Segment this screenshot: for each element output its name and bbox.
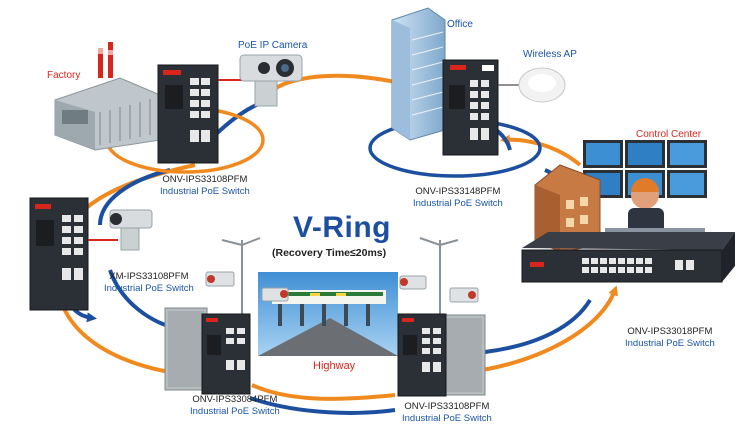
highway-right-cabinet (439, 314, 486, 396)
factory-switch-type: Industrial PoE Switch (160, 186, 250, 197)
office-building (391, 7, 446, 141)
office-switch-label: ONV-IPS33148PFM Industrial PoE Switch (413, 186, 503, 210)
highway-left-switch-model: ONV-IPS33084PFM (192, 394, 278, 405)
highway-left-switch-label: ONV-IPS33084PFM Industrial PoE Switch (190, 394, 280, 418)
left-switch-model: XM-IPS33108PFM (109, 271, 189, 282)
poe-ip-camera (218, 54, 303, 107)
highway-left-switch-type: Industrial PoE Switch (190, 406, 280, 417)
highway-right-switch-label: ONV-IPS33108PFM Industrial PoE Switch (402, 401, 492, 425)
left-switch-type: Industrial PoE Switch (104, 283, 194, 294)
highway-label: Highway (313, 360, 356, 372)
factory-label: Factory (47, 70, 81, 81)
highway-right-switch (397, 313, 447, 397)
highway-left-cabinet (164, 307, 208, 391)
control-switch-model: ONV-IPS33018PFM (627, 326, 713, 337)
factory-building (54, 42, 161, 151)
wireless-ap-label: Wireless AP (523, 49, 577, 60)
control-center-label: Control Center (636, 129, 702, 140)
highway-right-switch-model: ONV-IPS33108PFM (404, 401, 490, 412)
left-switch-label: XM-IPS33108PFM Industrial PoE Switch (104, 271, 194, 295)
office-switch-type: Industrial PoE Switch (413, 198, 503, 209)
highway-left-switch (201, 313, 251, 395)
control-switch-type: Industrial PoE Switch (625, 338, 715, 349)
wireless-ap (498, 67, 566, 103)
office-switch-model: ONV-IPS33148PFM (415, 186, 501, 197)
left-switch (29, 197, 89, 311)
office-switch (442, 59, 499, 156)
highway-cameras (205, 271, 479, 303)
left-ip-camera (88, 209, 153, 251)
factory-switch (157, 64, 219, 164)
factory-switch-label: ONV-IPS33108PFM Industrial PoE Switch (160, 174, 250, 198)
control-rack-switch (521, 232, 735, 283)
recovery-time: (Recovery Time≤20ms) (272, 247, 387, 259)
highway-right-switch-type: Industrial PoE Switch (402, 413, 492, 424)
poe-camera-label: PoE IP Camera (238, 40, 308, 51)
factory-switch-model: ONV-IPS33108PFM (162, 174, 248, 185)
control-switch-label: ONV-IPS33018PFM Industrial PoE Switch (625, 326, 715, 350)
diagram-title: V-Ring (293, 211, 391, 244)
office-label: Office (447, 19, 473, 30)
highway-toll-image (258, 272, 398, 356)
